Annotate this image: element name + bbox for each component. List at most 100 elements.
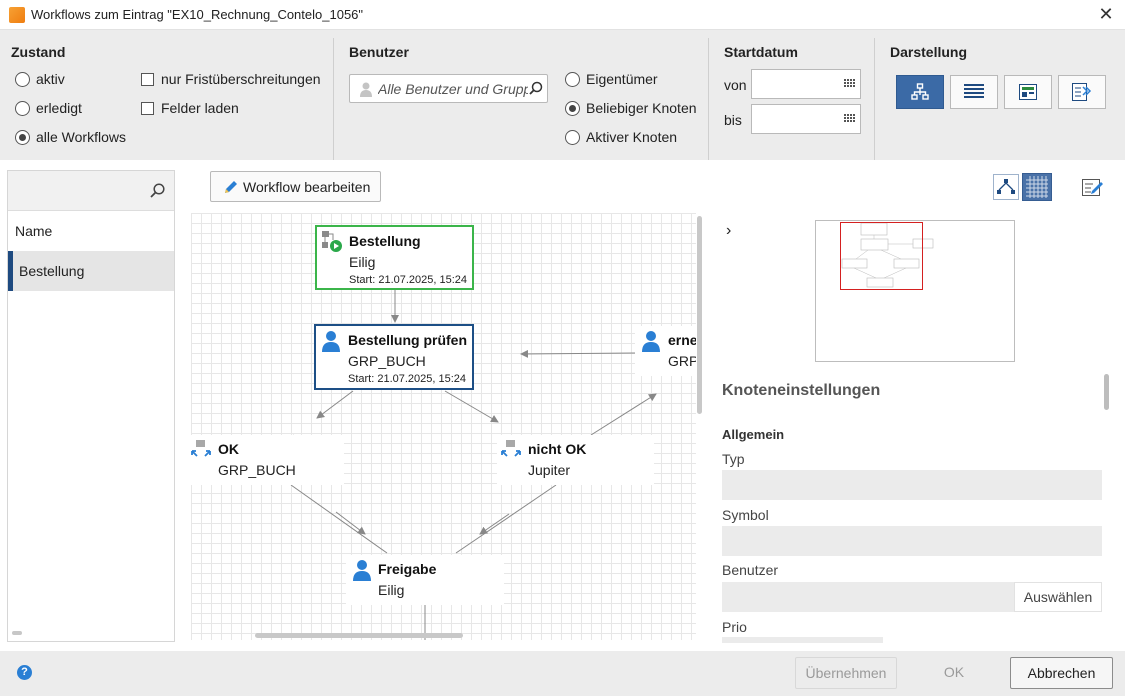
user-search-input[interactable]: Alle Benutzer und Gruppen	[349, 74, 548, 103]
column-header-name[interactable]: Name	[15, 223, 53, 239]
report-view-button[interactable]	[1058, 75, 1106, 109]
node-bestellung[interactable]: Bestellung Eilig Start: 21.07.2025, 15:2…	[315, 225, 474, 290]
user-icon	[360, 82, 372, 97]
diagram-overview[interactable]	[815, 220, 1015, 362]
search-icon[interactable]	[529, 81, 543, 95]
list-search-input[interactable]	[8, 171, 174, 211]
node-erneut[interactable]: erne GRP	[635, 326, 696, 376]
node-title: nicht OK	[528, 441, 587, 457]
workflow-canvas[interactable]: Bestellung Eilig Start: 21.07.2025, 15:2…	[191, 213, 696, 640]
workflow-list: Name Bestellung	[7, 170, 175, 642]
radio-aktiver-knoten[interactable]: Aktiver Knoten	[565, 129, 677, 145]
grid-icon	[1026, 176, 1048, 198]
dialog-footer	[0, 651, 1125, 696]
workflow-start-icon	[322, 231, 342, 252]
benutzer-title: Benutzer	[349, 44, 409, 60]
document-forward-icon	[1072, 83, 1092, 101]
chevron-right-icon[interactable]: ›	[726, 222, 732, 239]
ok-button[interactable]: OK	[943, 664, 965, 680]
hierarchy-icon	[911, 83, 929, 100]
edit-properties-button[interactable]	[1080, 174, 1106, 200]
radio-circle-icon	[565, 71, 580, 87]
node-date: Start: 21.07.2025, 15:24	[349, 274, 468, 286]
close-icon[interactable]: ✕	[1098, 4, 1114, 24]
user-search-placeholder: Alle Benutzer und Gruppen	[378, 81, 528, 97]
pencil-icon	[225, 181, 237, 193]
node-tree-icon	[997, 179, 1015, 194]
radio-alle-workflows[interactable]: alle Workflows	[15, 129, 126, 145]
canvas-vertical-scrollbar[interactable]	[697, 216, 702, 414]
calendar-icon[interactable]	[844, 79, 856, 91]
help-icon[interactable]: ?	[17, 665, 32, 680]
node-subtitle: GRP	[668, 353, 696, 369]
calendar-icon[interactable]	[844, 114, 856, 126]
search-icon[interactable]	[150, 183, 165, 198]
radio-beliebiger-knoten[interactable]: Beliebiger Knoten	[565, 100, 697, 116]
properties-section: Allgemein	[722, 427, 785, 442]
app-icon	[9, 7, 25, 23]
field-symbol	[722, 526, 1102, 556]
edit-workflow-button[interactable]: Workflow bearbeiten	[210, 171, 381, 202]
divider	[333, 38, 334, 160]
node-freigabe[interactable]: Freigabe Eilig	[346, 555, 504, 605]
field-benutzer	[722, 582, 1014, 612]
overview-minimap	[841, 222, 934, 288]
grid-toggle-button[interactable]	[1022, 173, 1052, 201]
canvas-horizontal-scrollbar[interactable]	[255, 633, 463, 638]
radio-aktiv[interactable]: aktiv	[15, 71, 65, 87]
window-title: Workflows zum Eintrag "EX10_Rechnung_Con…	[31, 7, 364, 22]
form-icon	[1019, 84, 1037, 100]
select-user-button[interactable]: Auswählen	[1014, 582, 1102, 612]
detail-view-button[interactable]	[1004, 75, 1052, 109]
radio-circle-icon	[565, 129, 580, 145]
overview-viewport[interactable]	[840, 222, 923, 290]
decision-icon	[501, 440, 521, 457]
radio-selected-icon	[565, 100, 580, 116]
node-ok[interactable]: OK GRP_BUCH	[191, 435, 344, 485]
checkbox-icon	[141, 101, 154, 115]
startdatum-title: Startdatum	[724, 44, 798, 60]
radio-circle-icon	[15, 71, 30, 87]
properties-scrollbar[interactable]	[1104, 374, 1109, 410]
date-from-label: von	[724, 77, 747, 93]
diagram-view-button[interactable]	[896, 75, 944, 109]
field-prio	[722, 637, 883, 643]
radio-selected-icon	[15, 129, 30, 145]
label-benutzer: Benutzer	[722, 562, 779, 578]
label-symbol: Symbol	[722, 507, 769, 523]
zustand-title: Zustand	[11, 44, 66, 60]
decision-icon	[191, 440, 211, 457]
radio-eigentuemer[interactable]: Eigentümer	[565, 71, 658, 87]
check-felder-laden[interactable]: Felder laden	[141, 100, 239, 116]
list-view-button[interactable]	[950, 75, 998, 109]
radio-erledigt[interactable]: erledigt	[15, 100, 82, 116]
layout-tree-button[interactable]	[993, 174, 1019, 200]
cancel-button[interactable]: Abbrechen	[1010, 657, 1113, 689]
check-fristueberschreitungen[interactable]: nur Fristüberschreitungen	[141, 71, 321, 87]
node-title: Freigabe	[378, 561, 437, 577]
horizontal-scrollbar[interactable]	[12, 631, 22, 635]
label-prio: Prio	[722, 619, 747, 635]
node-subtitle: Jupiter	[528, 462, 571, 478]
node-subtitle: Eilig	[378, 582, 405, 598]
date-to-input[interactable]	[751, 104, 861, 134]
list-icon	[964, 84, 984, 98]
node-date: Start: 21.07.2025, 15:24	[348, 373, 467, 385]
node-subtitle: GRP_BUCH	[218, 462, 296, 478]
list-item[interactable]: Bestellung	[8, 251, 174, 291]
title-bar: Workflows zum Eintrag "EX10_Rechnung_Con…	[0, 0, 1125, 30]
user-icon	[322, 331, 340, 352]
date-to-label: bis	[724, 112, 742, 128]
node-bestellung-pruefen[interactable]: Bestellung prüfen GRP_BUCH Start: 21.07.…	[314, 324, 474, 390]
user-icon	[642, 331, 660, 352]
node-nicht-ok[interactable]: nicht OK Jupiter	[497, 435, 654, 485]
label-typ: Typ	[722, 451, 745, 467]
field-typ	[722, 470, 1102, 500]
date-from-input[interactable]	[751, 69, 861, 99]
user-icon	[353, 560, 371, 581]
darstellung-title: Darstellung	[890, 44, 968, 60]
properties-title: Knoteneinstellungen	[722, 382, 881, 399]
apply-button[interactable]: Übernehmen	[795, 657, 897, 689]
radio-circle-icon	[15, 100, 30, 116]
checkbox-icon	[141, 72, 154, 86]
